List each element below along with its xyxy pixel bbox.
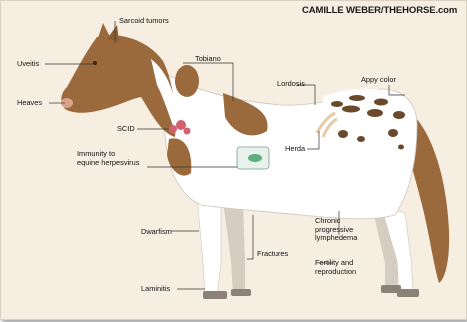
- tobiano-patch-shoulder: [175, 65, 199, 97]
- label-chronic-lymphedema: Chronic progressive lymphedema: [315, 217, 357, 243]
- front-leg-far: [223, 201, 245, 293]
- label-immunity: Immunity to equine herpesvirus: [77, 150, 139, 167]
- label-chronic-line3: lymphedema: [315, 233, 357, 242]
- label-appy-color: Appy color: [361, 76, 396, 85]
- label-dwarfism: Dwarfism: [141, 228, 172, 237]
- horse-eye: [93, 61, 97, 65]
- label-fractures: Fractures: [257, 250, 288, 259]
- front-leg-near: [197, 196, 221, 295]
- label-sarcoid-tumors: Sarcoid tumors: [119, 17, 169, 26]
- label-immunity-line2: equine herpesvirus: [77, 158, 139, 167]
- label-scid: SCID: [117, 125, 135, 134]
- label-fertility-line2: reproduction: [315, 267, 356, 276]
- label-fertility: Fertility and reproduction: [315, 259, 356, 276]
- credit-line: CAMILLE WEBER/THEHORSE.com: [302, 5, 457, 16]
- label-tobiano: Tobiano: [195, 55, 221, 64]
- label-heaves: Heaves: [17, 99, 42, 108]
- label-laminitis: Laminitis: [141, 285, 170, 294]
- horse-ear-right: [107, 25, 119, 41]
- label-lordosis: Lordosis: [277, 80, 305, 89]
- label-herda: Herda: [285, 145, 305, 154]
- label-uveitis: Uveitis: [17, 60, 39, 69]
